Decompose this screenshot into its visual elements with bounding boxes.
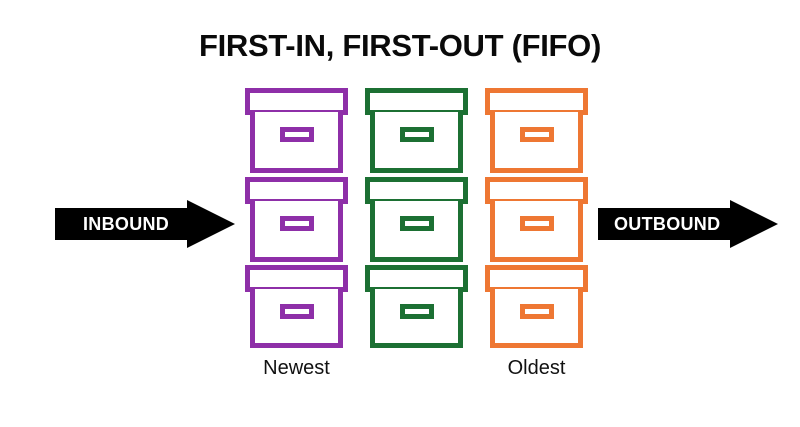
box-lid-icon (365, 177, 468, 204)
box-lid-icon (485, 265, 588, 292)
box-handle-icon (519, 127, 554, 142)
box-handle-icon (519, 216, 554, 231)
box-lid-icon (365, 88, 468, 115)
box-lid-icon (365, 265, 468, 292)
box-column-newest (245, 88, 348, 350)
box-lid-icon (485, 88, 588, 115)
box-body-icon (370, 112, 463, 173)
box-lid-icon (245, 88, 348, 115)
box-body-icon (370, 201, 463, 262)
box-handle-icon (279, 216, 314, 231)
storage-box (245, 265, 348, 348)
page-title: FIRST-IN, FIRST-OUT (FIFO) (198, 28, 602, 63)
storage-box (485, 265, 588, 348)
storage-box (245, 177, 348, 262)
box-handle-icon (279, 127, 314, 142)
box-handle-icon (399, 216, 434, 231)
arrow-right-icon (598, 200, 778, 248)
box-handle-icon (279, 304, 314, 319)
box-handle-icon (399, 304, 434, 319)
storage-box (365, 265, 468, 348)
arrow-right-icon (55, 200, 235, 248)
storage-box (365, 88, 468, 173)
storage-box (245, 88, 348, 173)
box-body-icon (250, 201, 343, 262)
box-handle-icon (519, 304, 554, 319)
box-body-icon (250, 289, 343, 348)
stack-caption-newest: Newest (263, 357, 330, 379)
inbound-arrow: INBOUND (55, 198, 235, 250)
box-body-icon (490, 112, 583, 173)
box-lid-icon (245, 177, 348, 204)
box-column-oldest (485, 88, 588, 350)
inbound-arrow-label: INBOUND (83, 214, 170, 234)
storage-box (485, 88, 588, 173)
box-body-icon (490, 201, 583, 262)
stack-caption-oldest: Oldest (507, 357, 566, 379)
box-body-icon (250, 112, 343, 173)
outbound-arrow: OUTBOUND (598, 198, 778, 250)
storage-box (365, 177, 468, 262)
storage-box (485, 177, 588, 262)
box-lid-icon (485, 177, 588, 204)
box-column-middle (365, 88, 468, 350)
box-grid (245, 88, 588, 350)
box-handle-icon (399, 127, 434, 142)
box-lid-icon (245, 265, 348, 292)
outbound-arrow-label: OUTBOUND (614, 214, 721, 234)
